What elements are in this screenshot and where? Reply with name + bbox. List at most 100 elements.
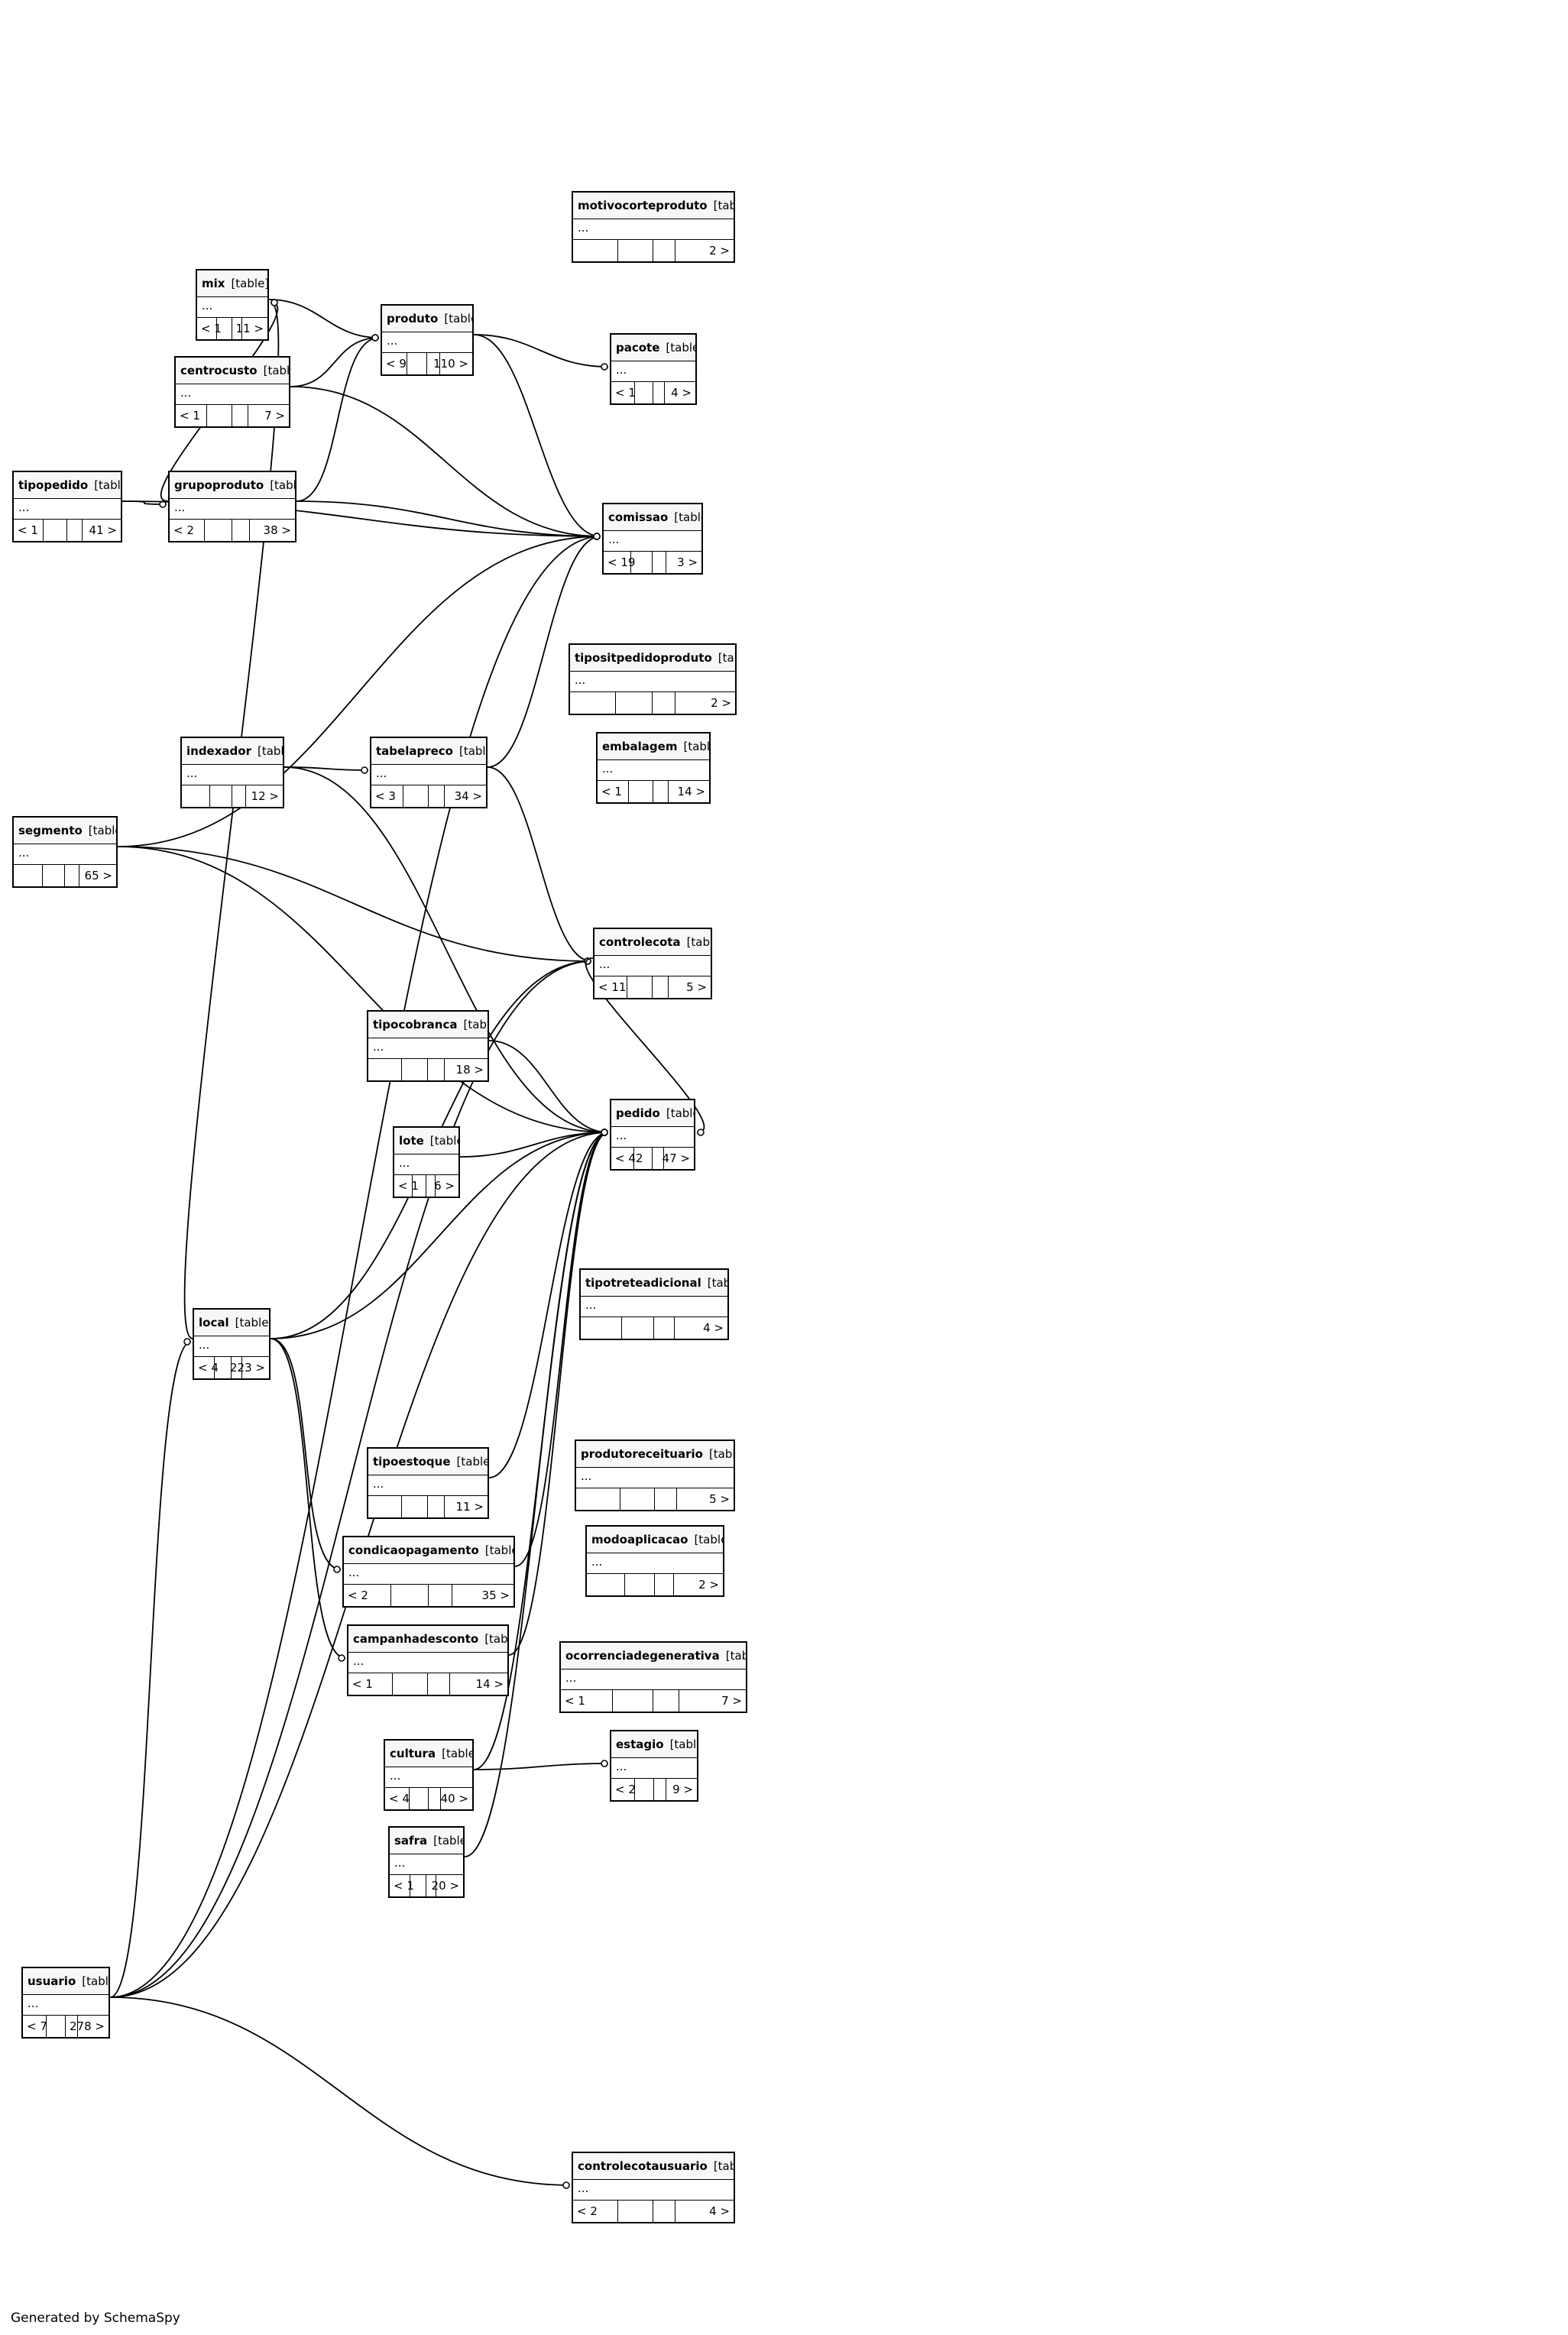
parents-count[interactable]: < 2 [170,520,205,541]
parents-count[interactable] [576,1488,620,1510]
children-count[interactable]: 12 > [251,789,279,803]
table-ocorrenciadegenerativa[interactable]: ocorrenciadegenerativa[table] ... < 17 > [559,1641,747,1713]
children-count[interactable]: 223 > [230,1361,265,1375]
children-count[interactable]: 2 > [709,244,730,257]
children-count[interactable]: 14 > [677,785,705,798]
parents-count[interactable]: < 1 [611,382,636,403]
table-tipositpedidoproduto[interactable]: tipositpedidoproduto[table] ... 2 > [569,643,737,715]
children-count[interactable]: 7 > [264,409,285,423]
table-grupoproduto[interactable]: grupoproduto[table] ... < 238 > [168,471,296,542]
table-estagio[interactable]: estagio[table] ... < 29 > [610,1730,698,1802]
children-count[interactable]: 6 > [434,1179,455,1193]
table-safra[interactable]: safra[table] ... < 120 > [388,1826,465,1898]
parents-count[interactable]: < 9 [382,353,408,374]
children-count[interactable]: 4 > [671,386,692,400]
children-count[interactable]: 65 > [84,869,112,883]
parents-count[interactable]: < 2 [344,1585,392,1606]
children-count[interactable]: 2 > [698,1578,719,1592]
columns-ellipsis: ... [570,672,735,692]
parents-count[interactable]: < 19 [604,552,635,573]
parents-count[interactable]: < 2 [611,1779,636,1800]
table-tipotreteadicional[interactable]: tipotreteadicional[table] ... 4 > [579,1268,729,1340]
parents-count[interactable] [573,240,618,261]
table-tipocobranca[interactable]: tipocobranca[table] ... 18 > [367,1010,489,1082]
children-count[interactable]: 41 > [89,523,117,537]
parents-count[interactable] [581,1317,622,1339]
children-count[interactable]: 18 > [455,1063,484,1077]
children-count[interactable]: 35 > [481,1589,510,1602]
table-controlecota[interactable]: controlecota[table] ... < 115 > [593,928,712,999]
parents-count[interactable]: < 3 [371,785,403,807]
parents-count[interactable]: < 1 [390,1875,414,1896]
table-centrocusto[interactable]: centrocusto[table] ... < 17 > [174,356,290,428]
parents-count[interactable]: < 4 [385,1788,410,1809]
relationship-line [488,1040,609,1133]
children-count[interactable]: 2 > [711,696,731,710]
children-count[interactable]: 11 > [455,1500,484,1514]
parents-count[interactable]: < 1 [394,1175,419,1197]
children-count[interactable]: 4 > [709,2204,730,2218]
children-count[interactable]: 9 > [672,1783,693,1796]
parents-count[interactable]: < 1 [561,1690,613,1712]
table-pacote[interactable]: pacote[table] ... < 14 > [610,333,697,405]
table-indexador[interactable]: indexador[table] ... 12 > [180,737,284,808]
table-tipopedido[interactable]: tipopedido[table] ... < 141 > [12,471,122,542]
children-count[interactable]: 4 > [703,1321,724,1335]
relationship-line [283,766,369,771]
table-controlecotausuario[interactable]: controlecotausuario[table] ... < 24 > [572,2152,735,2223]
children-count[interactable]: 11 > [235,322,264,335]
table-comissao[interactable]: comissao[table] ... < 193 > [602,503,703,575]
parents-count[interactable] [14,865,43,886]
table-modoaplicacao[interactable]: modoaplicacao[table] ... 2 > [585,1525,724,1597]
children-count[interactable]: 5 > [686,980,707,994]
table-campanhadesconto[interactable]: campanhadesconto[table] ... < 114 > [347,1624,509,1696]
parents-count[interactable]: < 1 [598,781,629,802]
table-motivocorteproduto[interactable]: motivocorteproduto[table] ... 2 > [572,191,735,263]
table-segmento[interactable]: segmento[table] ... 65 > [12,816,118,888]
table-type: [table] [713,2159,734,2173]
parents-count[interactable] [182,785,210,807]
parents-count[interactable]: < 7 [23,2016,47,2037]
columns-ellipsis: ... [197,297,267,318]
table-produtoreceituario[interactable]: produtoreceituario[table] ... 5 > [575,1440,735,1511]
table-lote[interactable]: lote[table] ... < 16 > [393,1126,460,1198]
table-condicaopagamento[interactable]: condicaopagamento[table] ... < 235 > [342,1536,515,1608]
table-name: tipotreteadicional [585,1276,701,1290]
children-count[interactable]: 40 > [440,1792,468,1805]
table-tipoestoque[interactable]: tipoestoque[table] ... 11 > [367,1447,489,1519]
table-name: tabelapreco [376,744,453,758]
parents-count[interactable] [570,692,617,714]
table-embalagem[interactable]: embalagem[table] ... < 114 > [596,732,711,804]
table-tabelapreco[interactable]: tabelapreco[table] ... < 334 > [370,737,488,808]
children-count[interactable]: 38 > [263,523,291,537]
children-count[interactable]: 278 > [70,2019,105,2033]
columns-ellipsis: ... [581,1297,727,1317]
children-count[interactable]: 3 > [677,555,698,569]
parents-count[interactable]: < 1 [176,405,208,426]
children-count[interactable]: 5 > [709,1492,730,1506]
children-count[interactable]: 47 > [662,1151,690,1165]
table-cultura[interactable]: cultura[table] ... < 440 > [384,1739,474,1811]
parents-count[interactable] [368,1059,402,1080]
parents-count[interactable]: < 1 [348,1673,394,1695]
relationship-line [117,846,592,962]
children-count[interactable]: 110 > [433,357,468,371]
parents-count[interactable]: < 42 [611,1148,643,1169]
parents-count[interactable] [368,1496,402,1517]
parents-count[interactable]: < 1 [14,520,44,541]
parents-count[interactable]: < 1 [197,318,222,339]
children-count[interactable]: 7 > [721,1694,742,1708]
children-count[interactable]: 34 > [454,789,482,803]
parents-count[interactable]: < 11 [594,976,627,998]
children-count[interactable]: 14 > [475,1677,504,1691]
parents-count[interactable] [587,1574,625,1595]
parents-count[interactable]: < 2 [573,2201,618,2222]
parents-count[interactable]: < 4 [194,1357,219,1378]
table-type: [table] [235,1316,269,1329]
children-count[interactable]: 20 > [431,1879,459,1893]
